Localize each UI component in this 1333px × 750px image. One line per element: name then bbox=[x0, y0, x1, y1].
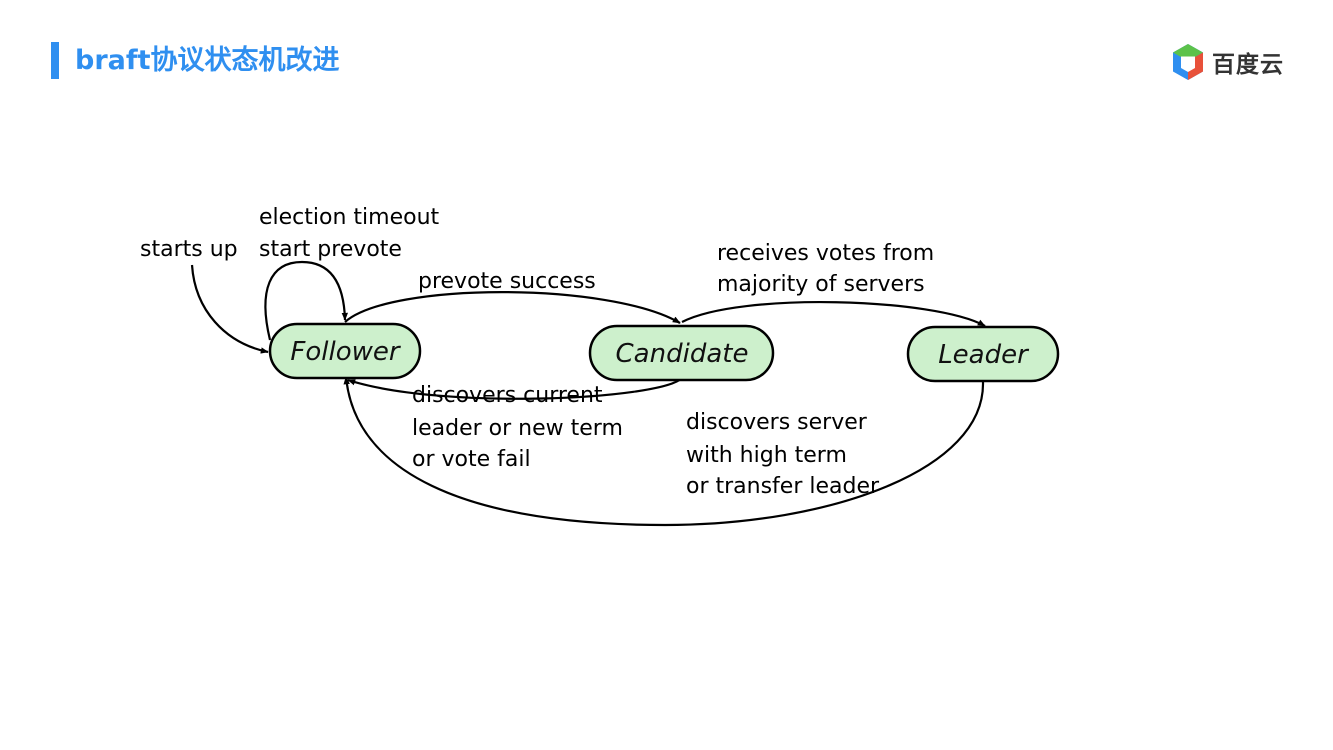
label-prevote-success: prevote success bbox=[418, 269, 596, 294]
edge-receives-votes bbox=[681, 301, 986, 327]
page-title: braft协议状态机改进 bbox=[75, 45, 340, 76]
label-discovers-current-1: discovers current bbox=[412, 383, 603, 408]
baidu-cloud-hexagon-icon bbox=[1173, 44, 1203, 80]
state-candidate: Candidate bbox=[588, 324, 775, 382]
label-discovers-current-3: or vote fail bbox=[412, 447, 531, 472]
edge-starts-up bbox=[190, 264, 269, 354]
edge-discovers-current-leader bbox=[347, 377, 683, 400]
state-candidate-label: Candidate bbox=[616, 339, 749, 369]
state-leader-label: Leader bbox=[938, 340, 1030, 370]
label-discovers-current-2: leader or new term bbox=[412, 416, 623, 441]
label-discovers-server-3: or transfer leader bbox=[686, 474, 880, 499]
edge-prevote-success bbox=[344, 291, 681, 324]
title-accent-bar bbox=[51, 42, 59, 79]
edge-election-timeout-self-loop bbox=[264, 260, 348, 341]
label-receives-votes-1: receives votes from bbox=[717, 241, 934, 266]
label-discovers-server-1: discovers server bbox=[686, 410, 868, 435]
brand-logo: 百度云 bbox=[1170, 42, 1284, 82]
state-follower: Follower bbox=[268, 322, 422, 380]
label-election-timeout-1: election timeout bbox=[259, 205, 440, 230]
logo-text: 百度云 bbox=[1212, 52, 1284, 78]
state-leader: Leader bbox=[906, 325, 1060, 383]
label-election-timeout-2: start prevote bbox=[259, 237, 402, 262]
label-starts-up: starts up bbox=[140, 237, 238, 262]
label-discovers-server-2: with high term bbox=[686, 443, 847, 468]
edge-discovers-server-higher-term bbox=[343, 376, 985, 527]
label-receives-votes-2: majority of servers bbox=[717, 272, 925, 297]
state-follower-label: Follower bbox=[290, 337, 401, 367]
